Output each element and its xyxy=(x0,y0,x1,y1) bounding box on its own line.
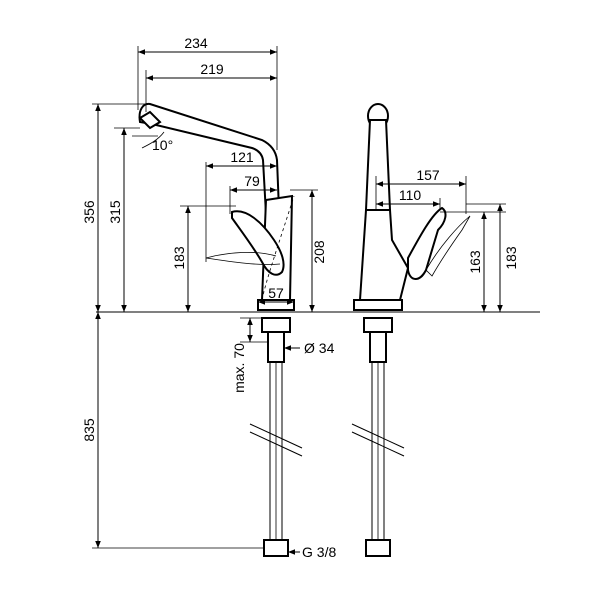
label-234: 234 xyxy=(184,35,208,51)
label-max70: max. 70 xyxy=(231,343,247,393)
label-g38: G 3/8 xyxy=(302,544,336,560)
label-835: 835 xyxy=(81,418,97,442)
front-body xyxy=(358,209,410,301)
dimension-labels: 234 219 10° 356 315 121 79 183 208 57 ma… xyxy=(81,35,519,560)
label-34: Ø 34 xyxy=(304,340,335,356)
label-315: 315 xyxy=(107,200,123,224)
break-mark-2 xyxy=(249,431,303,457)
hose-connector xyxy=(263,539,289,557)
label-110: 110 xyxy=(399,187,422,203)
label-219: 219 xyxy=(200,61,224,77)
lever-handle xyxy=(231,210,285,276)
label-183-left: 183 xyxy=(171,246,187,270)
label-121: 121 xyxy=(230,149,254,165)
label-79: 79 xyxy=(244,173,260,189)
label-208: 208 xyxy=(311,240,327,264)
front-lever-swing xyxy=(425,215,471,277)
front-break-mark-2 xyxy=(351,431,405,457)
label-57: 57 xyxy=(268,285,284,301)
aerator xyxy=(138,110,162,130)
rotation-arc xyxy=(261,195,295,301)
label-163: 163 xyxy=(467,250,483,274)
side-view xyxy=(96,102,540,557)
spout-outline xyxy=(138,102,281,216)
front-break-mark-1 xyxy=(351,423,405,449)
front-spout-column xyxy=(364,119,392,211)
lever-swing-line-2 xyxy=(205,257,281,265)
dimension-lines xyxy=(92,46,506,555)
front-hose-connector xyxy=(365,539,391,557)
threaded-shank xyxy=(267,331,285,363)
front-view xyxy=(351,103,471,557)
mount-nut xyxy=(261,317,291,333)
front-lever xyxy=(407,206,447,280)
label-183-right: 183 xyxy=(503,246,519,270)
break-mark-1 xyxy=(249,423,303,449)
label-157: 157 xyxy=(416,167,440,183)
label-10deg: 10° xyxy=(152,137,173,153)
front-threaded-shank xyxy=(369,331,387,363)
label-356: 356 xyxy=(81,200,97,224)
front-base-plate xyxy=(353,299,403,311)
front-mount-nut xyxy=(363,317,393,333)
lever-swing-line xyxy=(205,251,277,259)
